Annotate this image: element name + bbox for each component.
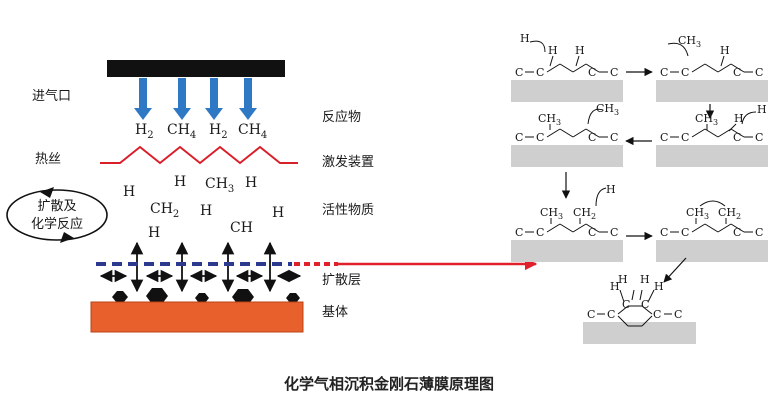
species-ch2: CH2 [150,201,179,220]
svg-text:H: H [757,103,767,116]
diamond-nuclei [112,288,300,305]
svg-text:CH3: CH3 [678,34,701,49]
label-excitation: 激发装置 [322,154,374,170]
label-substrate: 基体 [322,305,348,320]
mechanism-step-5: C C C C CH3 CH2 H [511,183,623,262]
cycle-label-line2: 化学反应 [31,216,83,232]
label-gas-inlet: 进气口 [32,88,71,104]
species-h-1: H [123,184,135,200]
mechanism-step-6: C C C C CH3 CH2 [656,200,768,262]
gas-arrow-3 [205,78,223,120]
svg-text:CH3: CH3 [538,112,561,127]
svg-text:H: H [720,44,730,57]
svg-text:C: C [660,131,668,144]
svg-text:H: H [654,280,664,293]
label-active-species: 活性物质 [322,203,374,218]
svg-text:C: C [681,131,689,144]
svg-text:C: C [515,66,523,79]
svg-text:C: C [607,308,615,321]
label-filament: 热丝 [35,152,61,167]
svg-text:CH3: CH3 [686,206,709,221]
gas-arrow-1 [134,78,152,120]
svg-text:C: C [674,308,682,321]
gas-label-3: H2 [209,122,228,141]
svg-text:CH2: CH2 [573,206,596,221]
gas-arrow-2 [173,78,191,120]
gas-label-1: H2 [135,122,154,141]
cvd-diagram: H2 CH4 H2 CH4 H H CH3 H H CH2 H H CH 扩散及… [6,32,768,344]
svg-text:CH2: CH2 [718,206,741,221]
mechanism-step-7: C C C C C C H H H H [583,273,696,344]
svg-text:C: C [660,226,668,239]
gas-arrow-4 [239,78,257,120]
svg-text:H: H [575,44,585,57]
species-ch3: CH3 [205,176,234,195]
svg-text:C: C [610,131,618,144]
svg-text:C: C [755,226,763,239]
svg-text:C: C [681,226,689,239]
label-diffusion-layer: 扩散层 [322,273,361,288]
svg-text:C: C [515,131,523,144]
svg-text:C: C [733,226,741,239]
svg-text:C: C [660,66,668,79]
svg-text:C: C [610,226,618,239]
gas-label-4: CH4 [238,122,267,141]
species-h-4: H [148,225,160,241]
svg-text:C: C [588,226,596,239]
svg-text:CH3: CH3 [695,112,718,127]
svg-text:CH3: CH3 [540,206,563,221]
mechanism-step-2: C C C C H CH3 [656,34,768,102]
hot-filament [100,145,298,165]
vertical-diffusion-arrows [130,241,277,293]
substrate [90,301,304,333]
gas-label-2: CH4 [167,122,196,141]
svg-text:C: C [515,226,523,239]
svg-text:C: C [536,66,544,79]
svg-text:C: C [587,308,595,321]
svg-text:C: C [681,66,689,79]
svg-text:H: H [548,44,558,57]
svg-text:C: C [733,66,741,79]
gas-flow-arrows [134,78,257,120]
species-ch: CH [230,220,253,236]
cycle-label-line1: 扩散及 [37,199,76,214]
diffusion-reaction-cycle: 扩散及 化学反应 [6,187,108,243]
svg-text:H: H [610,280,620,293]
svg-text:C: C [755,66,763,79]
svg-text:C: C [536,226,544,239]
svg-text:C: C [588,66,596,79]
figure-caption: 化学气相沉积金刚石薄膜原理图 [283,375,494,393]
step-arrow-6-7 [663,257,687,283]
svg-text:C: C [641,298,649,311]
svg-text:C: C [536,131,544,144]
label-reactants: 反应物 [322,109,361,125]
svg-text:C: C [588,131,596,144]
species-h-3: H [245,175,257,191]
species-h-6: H [272,205,284,221]
svg-text:H: H [520,32,530,45]
active-species: H H CH3 H H CH2 H H CH [123,174,284,241]
svg-text:H: H [734,112,744,125]
svg-text:C: C [610,66,618,79]
svg-text:C: C [733,131,741,144]
svg-text:C: C [622,298,630,311]
gas-inlet-bar [107,60,285,77]
mechanism-step-4: C C C C CH3 CH3 [511,102,623,167]
svg-text:C: C [653,308,661,321]
mechanism-step-1: C C C C H H H [511,32,623,102]
svg-text:C: C [755,131,763,144]
svg-text:H: H [618,273,628,286]
species-h-2: H [174,174,186,190]
svg-text:H: H [640,273,650,286]
svg-text:CH3: CH3 [596,102,619,117]
species-h-5: H [200,203,212,219]
svg-text:H: H [606,183,616,196]
mechanism-step-3: C C C C CH3 H H [656,103,768,167]
